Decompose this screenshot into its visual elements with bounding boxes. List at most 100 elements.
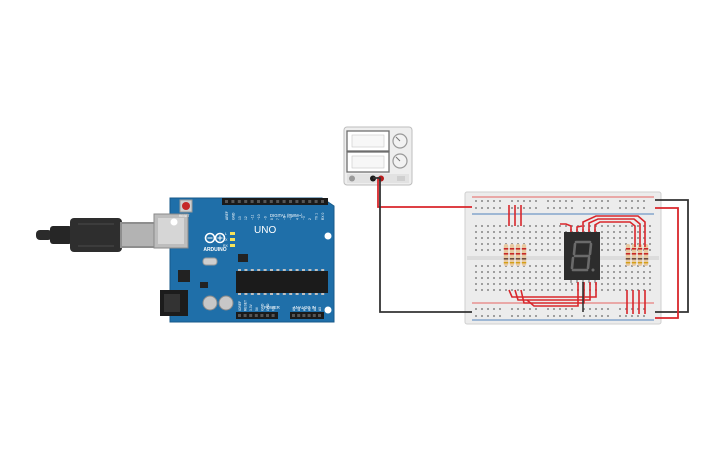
breadboard-hole[interactable] [523, 283, 525, 285]
breadboard-hole[interactable] [607, 277, 609, 279]
rail-hole[interactable] [553, 308, 555, 310]
rail-hole[interactable] [499, 200, 501, 202]
rail-hole[interactable] [583, 315, 585, 317]
breadboard-hole[interactable] [601, 283, 603, 285]
ground-terminal[interactable] [349, 175, 355, 182]
breadboard-hole[interactable] [481, 271, 483, 273]
breadboard-hole[interactable] [481, 243, 483, 245]
breadboard-hole[interactable] [505, 271, 507, 273]
breadboard-hole[interactable] [523, 237, 525, 239]
breadboard-hole[interactable] [571, 289, 573, 291]
rail-hole[interactable] [535, 315, 537, 317]
wire-segment[interactable] [582, 215, 646, 247]
rail-hole[interactable] [547, 315, 549, 317]
rail-hole[interactable] [565, 200, 567, 202]
breadboard-hole[interactable] [493, 249, 495, 251]
breadboard-hole[interactable] [541, 271, 543, 273]
breadboard-hole[interactable] [619, 265, 621, 267]
breadboard-hole[interactable] [511, 225, 513, 227]
breadboard-hole[interactable] [505, 225, 507, 227]
breadboard-hole[interactable] [607, 237, 609, 239]
rail-hole[interactable] [625, 200, 627, 202]
breadboard-hole[interactable] [535, 231, 537, 233]
rail-hole[interactable] [559, 308, 561, 310]
rail-hole[interactable] [565, 308, 567, 310]
rail-hole[interactable] [517, 315, 519, 317]
rail-hole[interactable] [523, 207, 525, 209]
rail-hole[interactable] [571, 308, 573, 310]
breadboard-hole[interactable] [547, 249, 549, 251]
rail-hole[interactable] [637, 200, 639, 202]
dc-power-supply[interactable] [343, 126, 413, 186]
breadboard-hole[interactable] [487, 271, 489, 273]
breadboard-hole[interactable] [631, 231, 633, 233]
breadboard-hole[interactable] [601, 225, 603, 227]
rail-hole[interactable] [547, 207, 549, 209]
breadboard-hole[interactable] [499, 243, 501, 245]
breadboard-hole[interactable] [637, 283, 639, 285]
breadboard-hole[interactable] [541, 237, 543, 239]
breadboard-hole[interactable] [625, 225, 627, 227]
breadboard-hole[interactable] [499, 277, 501, 279]
header-pin[interactable] [266, 314, 269, 317]
breadboard-hole[interactable] [559, 283, 561, 285]
breadboard-hole[interactable] [625, 277, 627, 279]
breadboard-hole[interactable] [487, 283, 489, 285]
breadboard-hole[interactable] [541, 277, 543, 279]
breadboard-hole[interactable] [547, 289, 549, 291]
breadboard-hole[interactable] [553, 283, 555, 285]
breadboard-hole[interactable] [499, 249, 501, 251]
breadboard-hole[interactable] [643, 289, 645, 291]
rail-hole[interactable] [631, 207, 633, 209]
rail-hole[interactable] [571, 315, 573, 317]
breadboard-hole[interactable] [619, 243, 621, 245]
breadboard-hole[interactable] [475, 225, 477, 227]
rail-hole[interactable] [529, 200, 531, 202]
header-pin[interactable] [225, 200, 228, 203]
breadboard-hole[interactable] [619, 277, 621, 279]
rail-hole[interactable] [643, 308, 645, 310]
rail-hole[interactable] [601, 308, 603, 310]
breadboard-hole[interactable] [517, 289, 519, 291]
rail-hole[interactable] [643, 200, 645, 202]
rail-hole[interactable] [565, 207, 567, 209]
rail-hole[interactable] [571, 207, 573, 209]
breadboard-hole[interactable] [493, 271, 495, 273]
rail-hole[interactable] [481, 200, 483, 202]
breadboard-hole[interactable] [643, 265, 645, 267]
breadboard-hole[interactable] [535, 243, 537, 245]
rail-hole[interactable] [583, 200, 585, 202]
rail-hole[interactable] [601, 207, 603, 209]
header-pin[interactable] [282, 200, 286, 203]
usb-cable[interactable] [36, 218, 156, 252]
breadboard-hole[interactable] [637, 237, 639, 239]
breadboard-hole[interactable] [625, 283, 627, 285]
breadboard-hole[interactable] [625, 271, 627, 273]
rail-hole[interactable] [517, 207, 519, 209]
header-pin[interactable] [276, 200, 280, 203]
rail-hole[interactable] [583, 207, 585, 209]
breadboard-hole[interactable] [475, 283, 477, 285]
breadboard-hole[interactable] [535, 265, 537, 267]
breadboard-hole[interactable] [649, 225, 651, 227]
header-pin[interactable] [308, 200, 312, 203]
breadboard-hole[interactable] [631, 225, 633, 227]
breadboard-hole[interactable] [643, 237, 645, 239]
rail-hole[interactable] [631, 200, 633, 202]
breadboard-hole[interactable] [559, 231, 561, 233]
breadboard-hole[interactable] [637, 277, 639, 279]
wire-segment[interactable] [594, 221, 636, 247]
breadboard-hole[interactable] [547, 225, 549, 227]
breadboard-hole[interactable] [607, 249, 609, 251]
breadboard-hole[interactable] [505, 289, 507, 291]
rail-hole[interactable] [547, 200, 549, 202]
rail-hole[interactable] [631, 315, 633, 317]
breadboard-hole[interactable] [529, 237, 531, 239]
breadboard-hole[interactable] [541, 243, 543, 245]
rail-hole[interactable] [511, 308, 513, 310]
breadboard-hole[interactable] [523, 277, 525, 279]
breadboard-hole[interactable] [625, 289, 627, 291]
rail-hole[interactable] [571, 200, 573, 202]
breadboard-hole[interactable] [595, 225, 597, 227]
rail-hole[interactable] [535, 207, 537, 209]
